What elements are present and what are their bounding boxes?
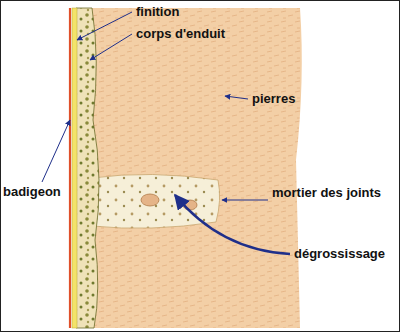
part-label: mortier des joints — [272, 185, 381, 200]
part-label: dégrossissage — [294, 246, 385, 261]
part-label: pierres — [252, 91, 295, 106]
part-label: finition — [136, 4, 179, 19]
part-label: corps d'enduit — [136, 26, 225, 41]
part-label: badigeon — [3, 184, 61, 199]
